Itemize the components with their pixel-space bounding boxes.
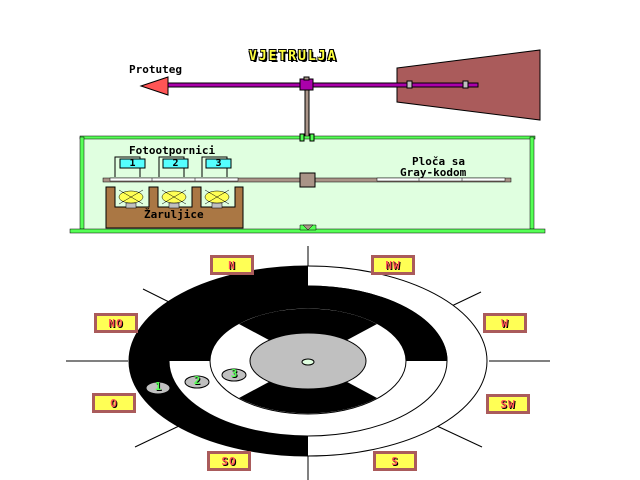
direction-label-nw: NW	[371, 255, 415, 275]
disc-sensor-1	[145, 381, 171, 395]
pivot-cap	[303, 76, 310, 81]
bulbs-label: Žaruljice	[144, 208, 204, 221]
arm-clamp	[462, 80, 469, 89]
gray-code-plate-right	[376, 177, 506, 182]
top-bearing	[309, 133, 315, 142]
gray-plate-label-1: Ploča sa	[412, 155, 465, 168]
top-bearing	[299, 133, 305, 142]
housing-top	[79, 135, 536, 140]
direction-label-s: S	[373, 451, 417, 471]
photoresistor-number-3: 3	[215, 158, 222, 169]
direction-label-n: N	[210, 255, 254, 275]
disc-track-number-2: 2	[193, 374, 201, 387]
direction-label-o: O	[92, 393, 136, 413]
gear-box	[299, 172, 316, 188]
direction-label-so: SO	[207, 451, 251, 471]
disc-track-number-3: 3	[230, 367, 238, 380]
bottom-bearing-tip	[302, 224, 314, 231]
gray-code-plate	[109, 177, 239, 182]
arm-clamp	[406, 80, 413, 89]
bulb-1	[118, 189, 144, 209]
counterweight-arrow	[139, 76, 169, 96]
disc-track-number-1: 1	[154, 380, 162, 393]
photoresistor-number-2: 2	[172, 158, 179, 169]
direction-label-sw: SW	[486, 394, 530, 414]
photoresistors-label: Fotootpornici	[129, 144, 216, 157]
disc-sensor-3	[221, 368, 247, 382]
diagram-title: VJETRULJA	[249, 49, 338, 64]
bulb-3	[204, 189, 230, 209]
housing-left	[79, 136, 85, 230]
photoresistor-number-1: 1	[129, 158, 136, 169]
direction-label-w: W	[483, 313, 527, 333]
bulb-2	[161, 189, 187, 209]
gray-plate-label-2: Gray-kodom	[400, 166, 467, 179]
photoresistor-2	[162, 158, 189, 169]
hub-axle	[301, 358, 315, 366]
photoresistor-holders	[114, 156, 232, 177]
photoresistor-1	[119, 158, 146, 169]
direction-label-no: NO	[94, 313, 138, 333]
housing-right	[529, 136, 535, 230]
vane-arm	[167, 82, 479, 88]
pivot-hub	[299, 78, 314, 91]
photoresistor-3	[205, 158, 232, 169]
disc-sensor-2	[184, 375, 210, 389]
bulbs	[118, 189, 230, 209]
counterweight-label: Protuteg	[129, 63, 182, 76]
